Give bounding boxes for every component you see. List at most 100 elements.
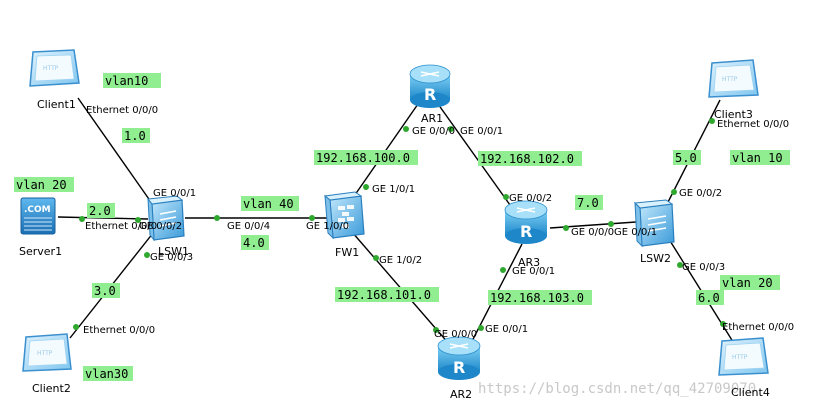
port-dot: [563, 225, 569, 231]
port-label: GE 0/0/0: [434, 329, 477, 340]
port-dot: [144, 252, 150, 258]
tag-text: vlan 40: [243, 197, 294, 211]
port-label: Ethernet 0/0/0: [722, 322, 794, 333]
segment-tag: 5.0: [673, 150, 701, 165]
port-label: GE 1/0/1: [372, 184, 415, 195]
port-label: GE 0/0/0: [412, 126, 455, 137]
tag-text: 2.0: [89, 204, 111, 218]
client4-pc-icon[interactable]: HTTP: [718, 337, 769, 376]
tag-text: vlan10: [105, 74, 148, 88]
port-dot: [73, 324, 79, 330]
segment-tag: 1.0: [122, 128, 150, 143]
segment-tag: 7.0: [575, 195, 603, 210]
port-label: GE 0/0/2: [509, 193, 552, 204]
port-label: GE 1/0/0: [306, 221, 349, 232]
tag-text: 192.168.100.0: [316, 151, 410, 165]
segment-tag: vlan 20: [14, 177, 74, 192]
link-ar1-ar3: [437, 103, 516, 213]
port-label: GE 0/0/1: [485, 324, 528, 335]
client2-label: Client2: [32, 382, 71, 395]
port-label: GE 1/0/2: [379, 255, 422, 266]
port-label: GE 0/0/3: [150, 252, 193, 263]
ar1-router-icon[interactable]: R: [409, 64, 451, 108]
router-glyph: R: [520, 222, 532, 241]
segment-tag: 192.168.102.0: [478, 151, 582, 166]
lsw2-switch-icon[interactable]: [633, 199, 675, 248]
segment-tag: 192.168.101.0: [335, 287, 439, 302]
segment-tag: 3.0: [92, 283, 120, 298]
ar3-label: AR3: [518, 256, 540, 269]
port-label: Ethernet 0/0/0: [83, 325, 155, 336]
port-dot: [403, 126, 409, 132]
port-dot: [709, 118, 715, 124]
port-dot: [135, 217, 141, 223]
port-dot: [677, 262, 683, 268]
link-client1-lsw1: [77, 97, 159, 213]
tag-text: 4.0: [243, 236, 265, 250]
server1-icon[interactable]: .COM: [20, 197, 56, 235]
segment-tag: vlan10: [103, 73, 161, 88]
segment-tag: vlan 10: [730, 150, 790, 165]
segment-tag: 192.168.100.0: [314, 150, 418, 165]
tag-text: 5.0: [675, 151, 697, 165]
segment-tag: vlan30: [83, 366, 133, 381]
server-screen-text: .COM: [24, 205, 51, 215]
port-dot: [478, 325, 484, 331]
client3-pc-icon[interactable]: HTTP: [708, 59, 759, 98]
tag-text: 192.168.103.0: [490, 291, 584, 305]
pc-screen-text: HTTP: [37, 350, 53, 357]
segment-tag: vlan 40: [241, 196, 299, 211]
client1-label: Client1: [37, 98, 76, 111]
tag-text: vlan30: [85, 367, 128, 381]
router-glyph: R: [453, 358, 465, 377]
port-label: GE 0/0/0: [571, 227, 614, 238]
port-label: GE 0/0/1: [614, 227, 657, 238]
lsw1-switch-icon[interactable]: [147, 195, 185, 242]
port-dot: [363, 184, 369, 190]
port-label: Ethernet 0/0/0: [717, 119, 789, 130]
tag-text: 192.168.101.0: [337, 288, 431, 302]
tag-text: 3.0: [94, 284, 116, 298]
port-dot: [671, 189, 677, 195]
tag-text: 7.0: [577, 196, 599, 210]
ar1-label: AR1: [421, 112, 443, 125]
ar2-label: AR2: [450, 388, 472, 401]
fw1-label: FW1: [335, 246, 359, 259]
port-label: GE 0/0/3: [682, 262, 725, 273]
port-label: GE 0/0/1: [153, 188, 196, 199]
tag-text: vlan 20: [16, 178, 67, 192]
segment-tags: vlan10 1.0 vlan 20 2.0 3.0 vlan30 vlan 4…: [14, 73, 790, 381]
port-label: GE 0/0/4: [227, 221, 270, 232]
segment-tag: 4.0: [241, 235, 269, 250]
tag-text: 192.168.102.0: [480, 152, 574, 166]
watermark-text: https://blog.csdn.net/qq_42709070: [478, 381, 756, 397]
port-labels: Ethernet 0/0/0 GE 0/0/1 Ethernet 0/0/0 G…: [83, 105, 794, 340]
segment-tag: vlan 20: [720, 275, 780, 290]
port-dot: [503, 194, 509, 200]
lsw2-label: LSW2: [640, 252, 671, 265]
port-dot: [720, 321, 726, 327]
port-label: Ethernet 0/0/0: [85, 221, 157, 232]
lsw1-label: LSW1: [158, 245, 189, 258]
client2-pc-icon[interactable]: HTTP: [22, 333, 72, 372]
port-dot: [608, 221, 614, 227]
port-dot: [500, 267, 506, 273]
port-label: GE 0/0/1: [460, 126, 503, 137]
ar3-router-icon[interactable]: R: [504, 200, 548, 244]
client1-pc-icon[interactable]: HTTP: [29, 49, 80, 87]
client4-label: Client4: [731, 386, 770, 399]
port-label: GE 0/0/2: [679, 188, 722, 199]
tag-text: 1.0: [124, 129, 146, 143]
client3-label: Client3: [714, 108, 753, 121]
segment-tag: 6.0: [696, 290, 724, 305]
tag-text: vlan 20: [722, 276, 773, 290]
pc-screen-text: HTTP: [722, 76, 738, 83]
port-dot: [79, 216, 85, 222]
port-label: Ethernet 0/0/0: [86, 105, 158, 116]
ar2-router-icon[interactable]: R: [437, 336, 481, 380]
fw1-firewall-icon[interactable]: [323, 191, 365, 240]
port-dot: [433, 327, 439, 333]
port-dot: [309, 215, 315, 221]
pc-screen-text: HTTP: [43, 65, 59, 72]
